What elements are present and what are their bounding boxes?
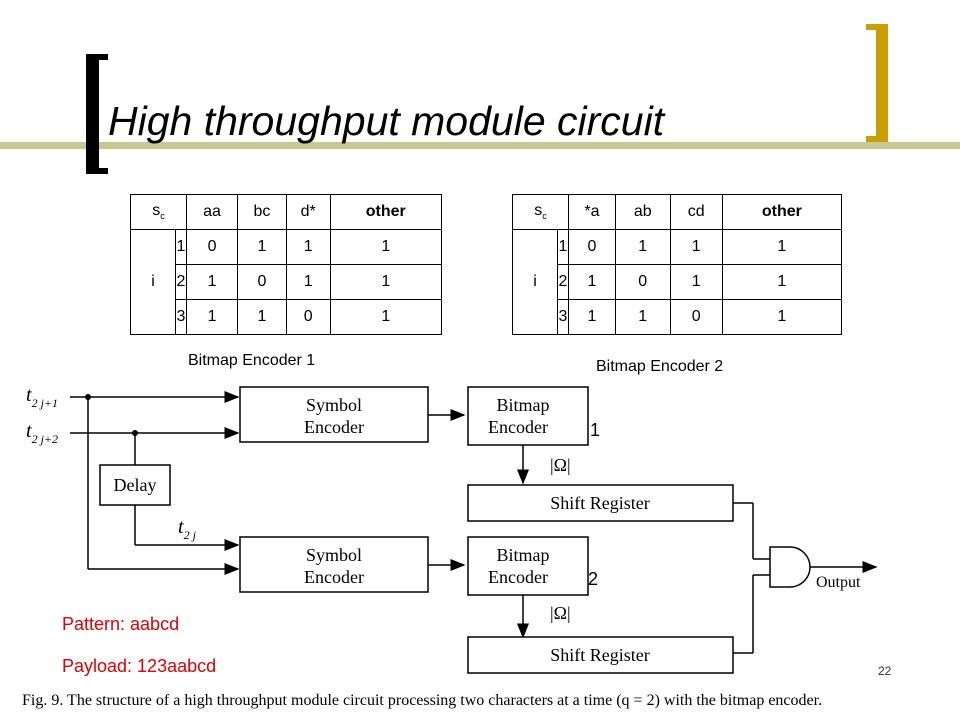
shift-register-1-label: Shift Register <box>550 493 650 513</box>
table-cell: 3 <box>557 299 569 335</box>
omega-label-2: |Ω| <box>550 603 571 623</box>
right-bracket-top <box>866 24 888 30</box>
table-cell: 0 <box>614 264 671 300</box>
input-label-t2j1: t2 j+1 <box>26 384 58 410</box>
header-cell: d* <box>285 194 331 230</box>
table-cell: 1 <box>614 229 671 265</box>
bitmap-encoder-1-label-1: Bitmap <box>497 395 550 415</box>
shift-register-2-label: Shift Register <box>550 645 650 665</box>
input-label-t2j2: t2 j+2 <box>26 420 58 446</box>
header-sc: sc <box>130 194 187 230</box>
circuit-diagram: t2 j+1 t2 j+2 t2 j Delay Symbol Encoder … <box>26 384 878 674</box>
table-cell: 1 <box>721 264 843 300</box>
table-cell: 0 <box>285 299 331 335</box>
bitmap-encoder-2-label-2: Encoder <box>488 567 548 587</box>
bitmap-encoder-2-label-1: Bitmap <box>497 545 550 565</box>
left-bracket-vertical <box>86 54 99 174</box>
left-bracket-top <box>86 54 108 60</box>
table-cell: 1 <box>329 264 443 300</box>
symbol-encoder-1-label-2: Encoder <box>304 417 364 437</box>
table-cell: 3 <box>175 299 187 335</box>
shift-register-2-block <box>467 636 734 674</box>
table-cell: 0 <box>568 229 616 265</box>
header-cell: ab <box>614 194 671 230</box>
symbol-encoder-2-label-1: Symbol <box>306 545 362 565</box>
bitmap-encoder-1-table: sc aa bc d* other i 1 0 1 1 1 2 1 0 1 1 … <box>130 194 443 335</box>
header-sc: sc <box>512 194 569 230</box>
header-cell: aa <box>185 194 239 230</box>
output-label: Output <box>816 574 861 591</box>
delay-label: Delay <box>114 475 157 495</box>
table-cell: 2 <box>557 264 569 300</box>
title-underline <box>0 142 960 149</box>
input-label-t2j: t2 j <box>178 516 197 542</box>
bitmap-encoder-1-label-2: Encoder <box>488 417 548 437</box>
table-cell: 1 <box>568 299 616 335</box>
row-label-i: i <box>512 229 558 335</box>
bitmap-encoder-2-table: sc *a ab cd other i 1 0 1 1 1 2 1 0 1 1 … <box>512 194 843 335</box>
table-cell: 1 <box>669 264 723 300</box>
bitmap-encoder-2-number: 2 <box>588 569 599 589</box>
table-cell: 1 <box>175 229 187 265</box>
left-bracket-bottom <box>86 168 108 174</box>
table-cell: 1 <box>329 229 443 265</box>
pattern-note: Pattern: aabcd <box>62 614 180 634</box>
table-cell: 1 <box>614 299 671 335</box>
header-cell: other <box>721 194 843 230</box>
slide-title: High throughput module circuit <box>108 98 665 144</box>
bitmap-encoder-2-block <box>467 536 589 596</box>
page-number: 22 <box>878 664 892 678</box>
table-cell: 1 <box>237 299 287 335</box>
table1-caption: Bitmap Encoder 1 <box>188 352 316 369</box>
table-cell: 0 <box>669 299 723 335</box>
table-cell: 1 <box>329 299 443 335</box>
delay-block <box>99 464 171 506</box>
table-cell: 2 <box>175 264 187 300</box>
figure-caption: Fig. 9. The structure of a high throughp… <box>22 684 960 718</box>
omega-label-1: |Ω| <box>550 455 571 475</box>
symbol-encoder-1-block <box>239 386 429 443</box>
table-cell: 1 <box>568 264 616 300</box>
symbol-encoder-2-block <box>239 536 429 593</box>
table-cell: 0 <box>237 264 287 300</box>
header-cell: *a <box>568 194 616 230</box>
shift-register-1-block <box>467 484 734 522</box>
header-cell: other <box>329 194 443 230</box>
table-cell: 1 <box>669 229 723 265</box>
row-label-i: i <box>130 229 176 335</box>
right-bracket-vertical <box>876 24 888 142</box>
table-cell: 1 <box>557 229 569 265</box>
table-cell: 1 <box>721 299 843 335</box>
payload-note: Payload: 123aabcd <box>62 656 217 676</box>
bitmap-encoder-1-block <box>467 386 589 446</box>
table2-caption: Bitmap Encoder 2 <box>596 358 724 375</box>
table-cell: 1 <box>237 229 287 265</box>
table-cell: 1 <box>185 299 239 335</box>
table-cell: 0 <box>185 229 239 265</box>
symbol-encoder-2-label-2: Encoder <box>304 567 364 587</box>
header-cell: cd <box>669 194 723 230</box>
table-cell: 1 <box>285 264 331 300</box>
header-cell: bc <box>237 194 287 230</box>
table-cell: 1 <box>185 264 239 300</box>
table-cell: 1 <box>285 229 331 265</box>
bitmap-encoder-1-number: 1 <box>590 420 601 440</box>
table-cell: 1 <box>721 229 843 265</box>
symbol-encoder-1-label-1: Symbol <box>306 395 362 415</box>
right-bracket-bottom <box>866 136 888 142</box>
